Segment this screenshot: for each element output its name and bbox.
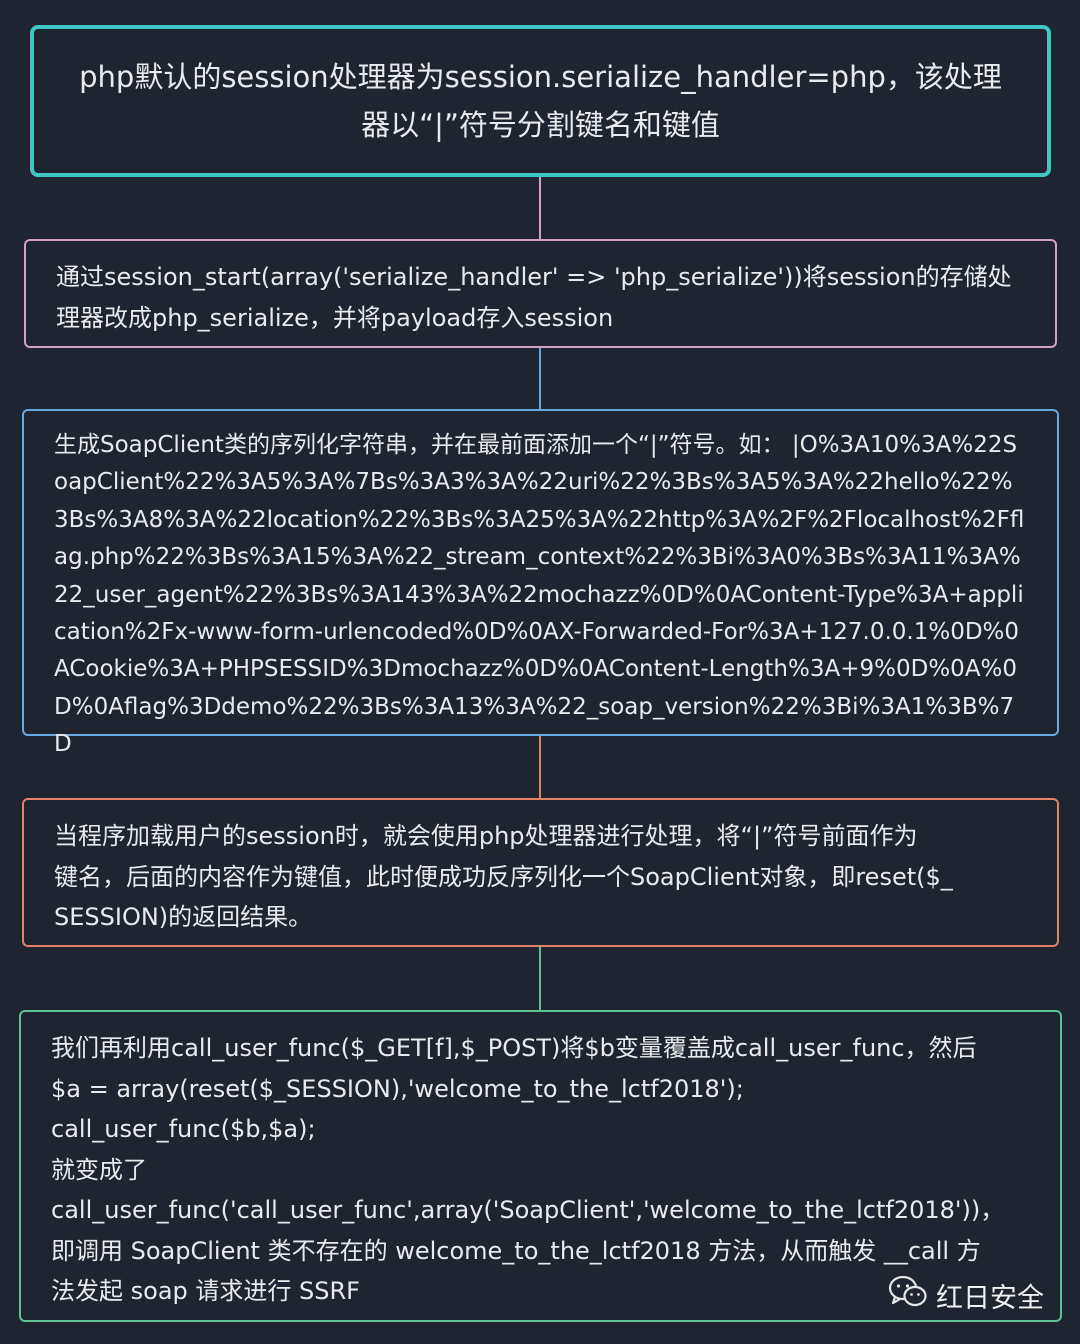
- flow-node-4: 当程序加载用户的session时，就会使用php处理器进行处理，将“|”符号前面…: [22, 798, 1059, 947]
- flow-node-3: 生成SoapClient类的序列化字符串，并在最前面添加一个“|”符号。如： |…: [22, 409, 1059, 757]
- wechat-icon: [888, 1275, 928, 1316]
- connector-line: [539, 736, 541, 798]
- connector-line: [539, 348, 541, 409]
- watermark-text: 红日安全: [936, 1283, 1044, 1314]
- flow-node-2-text: 通过session_start(array('serialize_handler…: [56, 263, 1012, 332]
- connector-line: [539, 947, 541, 1010]
- flow-node-1-text: php默认的session处理器为session.serialize_handl…: [79, 60, 1002, 142]
- watermark: 红日安全: [888, 1275, 1044, 1316]
- flow-node-5-text: 我们再利用call_user_func($_GET[f],$_POST)将$b变…: [51, 1034, 1005, 1305]
- flow-node-1: php默认的session处理器为session.serialize_handl…: [30, 25, 1051, 177]
- flow-node-5: 我们再利用call_user_func($_GET[f],$_POST)将$b变…: [19, 1010, 1062, 1322]
- flow-node-3-text: 生成SoapClient类的序列化字符串，并在最前面添加一个“|”符号。如： |…: [54, 432, 1025, 758]
- flow-node-2: 通过session_start(array('serialize_handler…: [24, 239, 1057, 348]
- flow-node-4-text: 当程序加载用户的session时，就会使用php处理器进行处理，将“|”符号前面…: [54, 822, 953, 931]
- connector-line: [539, 177, 541, 239]
